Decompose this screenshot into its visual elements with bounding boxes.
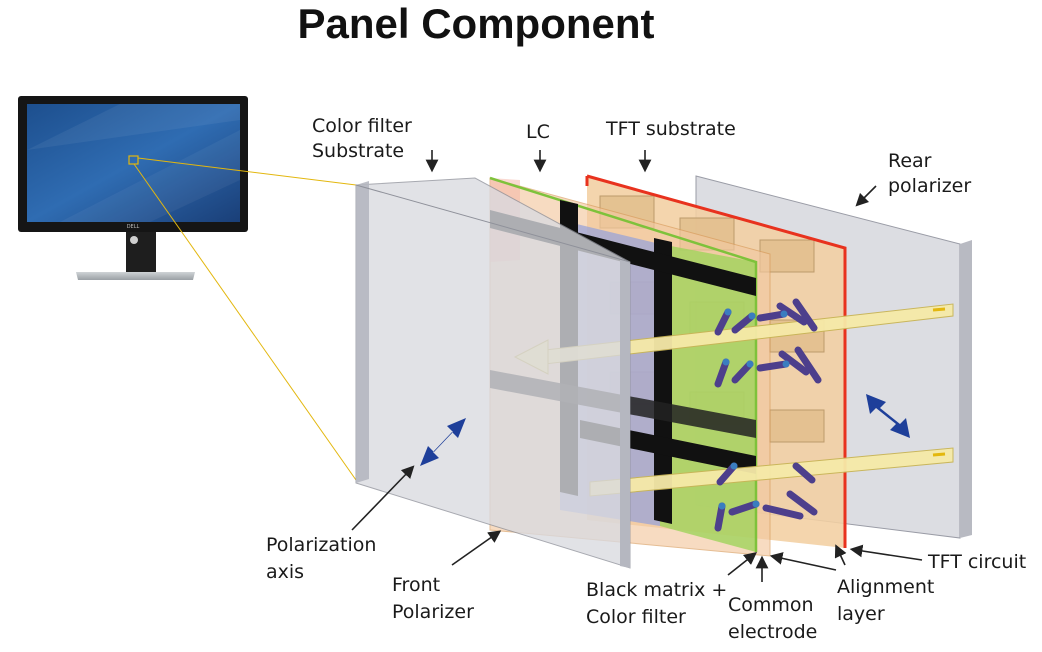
label-tft-circuit: TFT circuit [927,551,1026,573]
polarization-arrow-rear [866,394,910,438]
label-black-matrix-color-filter: Black matrix + Color filter [586,579,733,628]
label-common-electrode: Common electrode [728,594,820,643]
polarization-arrow-front [420,418,466,466]
diagram-title: Panel Component [297,0,654,47]
lc-molecules [714,298,822,532]
front-polarizer-layer [355,177,631,569]
label-color-filter-substrate: Color filter Substrate [312,115,418,162]
label-tft-substrate: TFT substrate [605,118,736,140]
zoom-leader-bottom [133,163,357,481]
monitor-brand: DELL [127,224,140,230]
label-lc: LC [526,121,550,143]
label-rear-polarizer: Rear polarizer [888,150,971,197]
monitor-illustration: DELL [18,96,248,280]
zoom-leader-top [137,157,357,186]
label-front-polarizer: Front Polarizer [392,574,474,623]
label-alignment-layer: Alignment layer [837,576,940,625]
label-polarization-axis: Polarization axis [266,534,382,583]
label-pointers [351,150,923,582]
